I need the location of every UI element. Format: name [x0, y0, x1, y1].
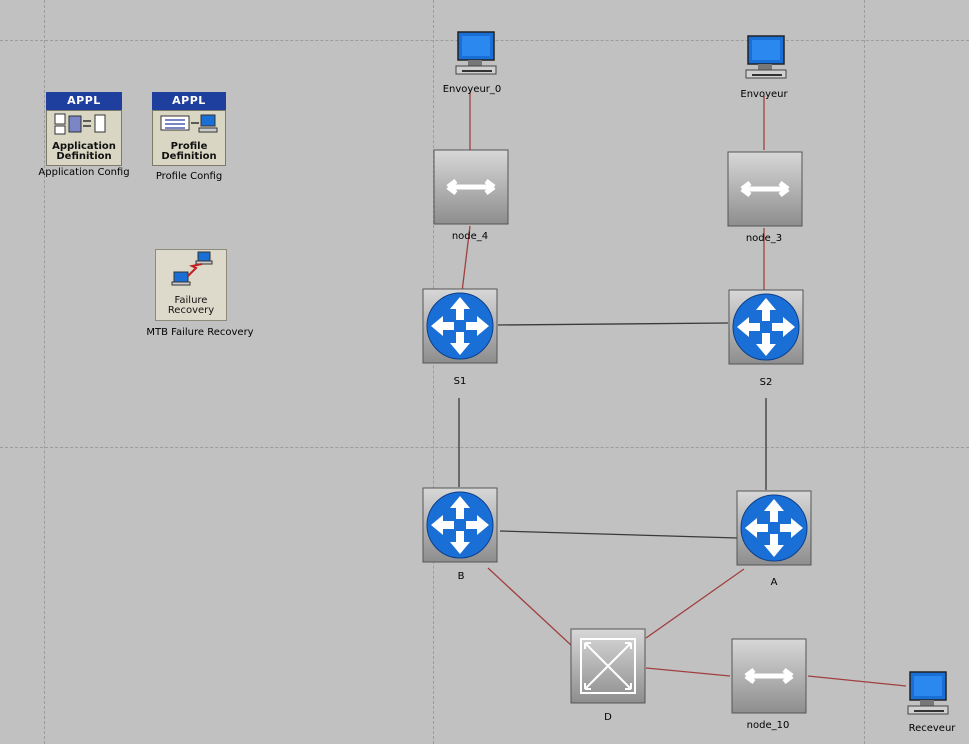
application-definition-icon [54, 113, 106, 135]
workstation-icon[interactable] [906, 670, 952, 718]
workstation-icon[interactable] [454, 30, 500, 78]
receveur-label: Receveur [908, 723, 956, 734]
node-4-label: node_4 [451, 231, 489, 242]
envoyeur-0-label: Envoyeur_0 [442, 84, 502, 95]
link-a-d [645, 568, 745, 639]
node-3-label: node_3 [745, 233, 783, 244]
failure-title-1: Failure [174, 295, 208, 306]
link-node10-receveur [807, 675, 907, 687]
router-icon[interactable] [727, 288, 805, 366]
workstation-icon[interactable] [744, 34, 790, 82]
router-icon[interactable] [421, 486, 499, 564]
profile-definition-icon [160, 114, 218, 133]
profile-config-label: Profile Config [155, 171, 223, 182]
failure-recovery-icon [171, 251, 213, 286]
failure-recovery-label: MTB Failure Recovery [146, 327, 254, 338]
link-b-d [487, 567, 573, 647]
link-d-node10 [645, 667, 731, 677]
router-icon[interactable] [421, 287, 499, 365]
a-label: A [770, 577, 778, 588]
switch-icon[interactable] [432, 148, 510, 226]
s1-label: S1 [453, 376, 467, 387]
grid-line [44, 0, 45, 744]
grid-line [433, 0, 434, 744]
router-icon[interactable] [735, 489, 813, 567]
switch-icon[interactable] [726, 150, 804, 228]
link-s1-s2 [497, 322, 729, 326]
app-def-title-1: Application [52, 141, 116, 152]
profile-def-title-1: Profile [170, 141, 208, 152]
crossbar-switch-icon[interactable] [569, 627, 647, 705]
profile-def-title-2: Definition [161, 151, 217, 162]
application-config-label: Application Config [38, 167, 130, 178]
link-node4-s1 [461, 225, 471, 293]
app-def-title-2: Definition [56, 151, 112, 162]
b-label: B [457, 571, 465, 582]
grid-line [864, 0, 865, 744]
envoyeur-label: Envoyeur [740, 89, 788, 100]
switch-icon[interactable] [730, 637, 808, 715]
appl-badge: APPL [152, 92, 226, 110]
appl-badge: APPL [46, 92, 122, 110]
d-label: D [604, 712, 612, 723]
grid-line [0, 447, 969, 448]
failure-title-2: Recovery [167, 305, 215, 316]
link-b-a [499, 530, 739, 539]
s2-label: S2 [759, 377, 773, 388]
node-10-label: node_10 [746, 720, 790, 731]
